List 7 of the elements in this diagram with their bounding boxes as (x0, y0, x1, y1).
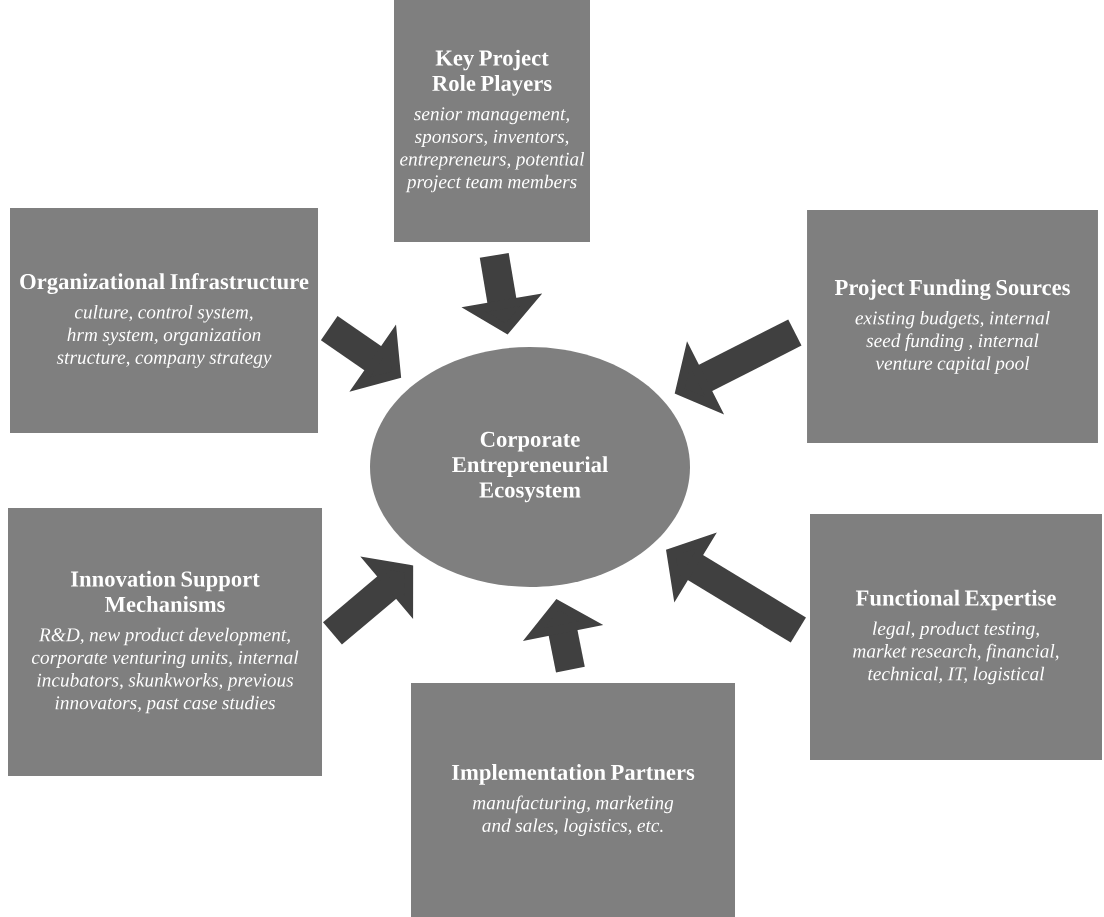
text-box: Key Project Role Players senior management, sponsors, inventors, entrepreneurs, potential project team members (394, 0, 590, 242)
text-box: Functional Expertise legal, product testing, market research, financial, technical, IT, logistical (810, 514, 1102, 760)
block-arrow (323, 556, 414, 645)
text-box: Implementation Partners manufacturing, marketing and sales, logistics, etc. (411, 683, 735, 917)
text-box: Project Funding Sources existing budgets, internal seed funding , internal venture capital pool (807, 209, 1098, 444)
text-box: Innovation Support Mechanisms R&D, new product development, corporate venturing units, internal incubators, skunkworks, previous innovators, past case studies (8, 508, 322, 776)
text-box: Organizational Infrastructure culture, control system, hrm system, organization structure, company strategy (10, 207, 318, 434)
